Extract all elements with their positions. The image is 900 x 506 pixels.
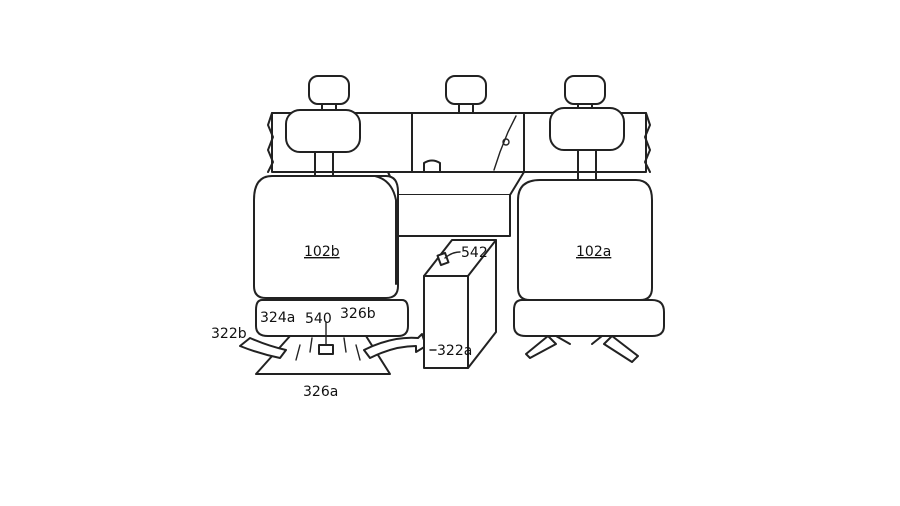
label-102a: 102a [576,244,611,260]
leader-lines [429,251,461,351]
box-322a [423,239,497,369]
device-542-icon [436,251,450,267]
airflow-arrows [239,333,427,359]
leg-left [525,335,557,359]
front-headrest-right [549,107,625,151]
front-headrest-left [285,109,361,153]
label-324a: 324a [260,310,295,326]
label-326b: 326b [340,306,376,322]
center-console [387,171,525,237]
front-seat-right [513,107,665,363]
arrow-right [363,333,427,359]
front-seat-left [253,109,409,337]
label-326a: 326a [303,384,338,400]
airflow-cone [255,321,391,375]
label-102b: 102b [304,244,340,260]
label-322a: 322a [437,343,472,359]
rear-headrests [308,75,606,114]
leg-right [603,335,639,363]
label-542: 542 [461,245,488,261]
arrow-left [239,337,287,359]
device-540-icon [318,344,334,355]
label-540: 540 [305,311,332,327]
rear-headrest-center [445,75,487,114]
rear-headrest-left [308,75,350,114]
label-322b: 322b [211,326,247,342]
